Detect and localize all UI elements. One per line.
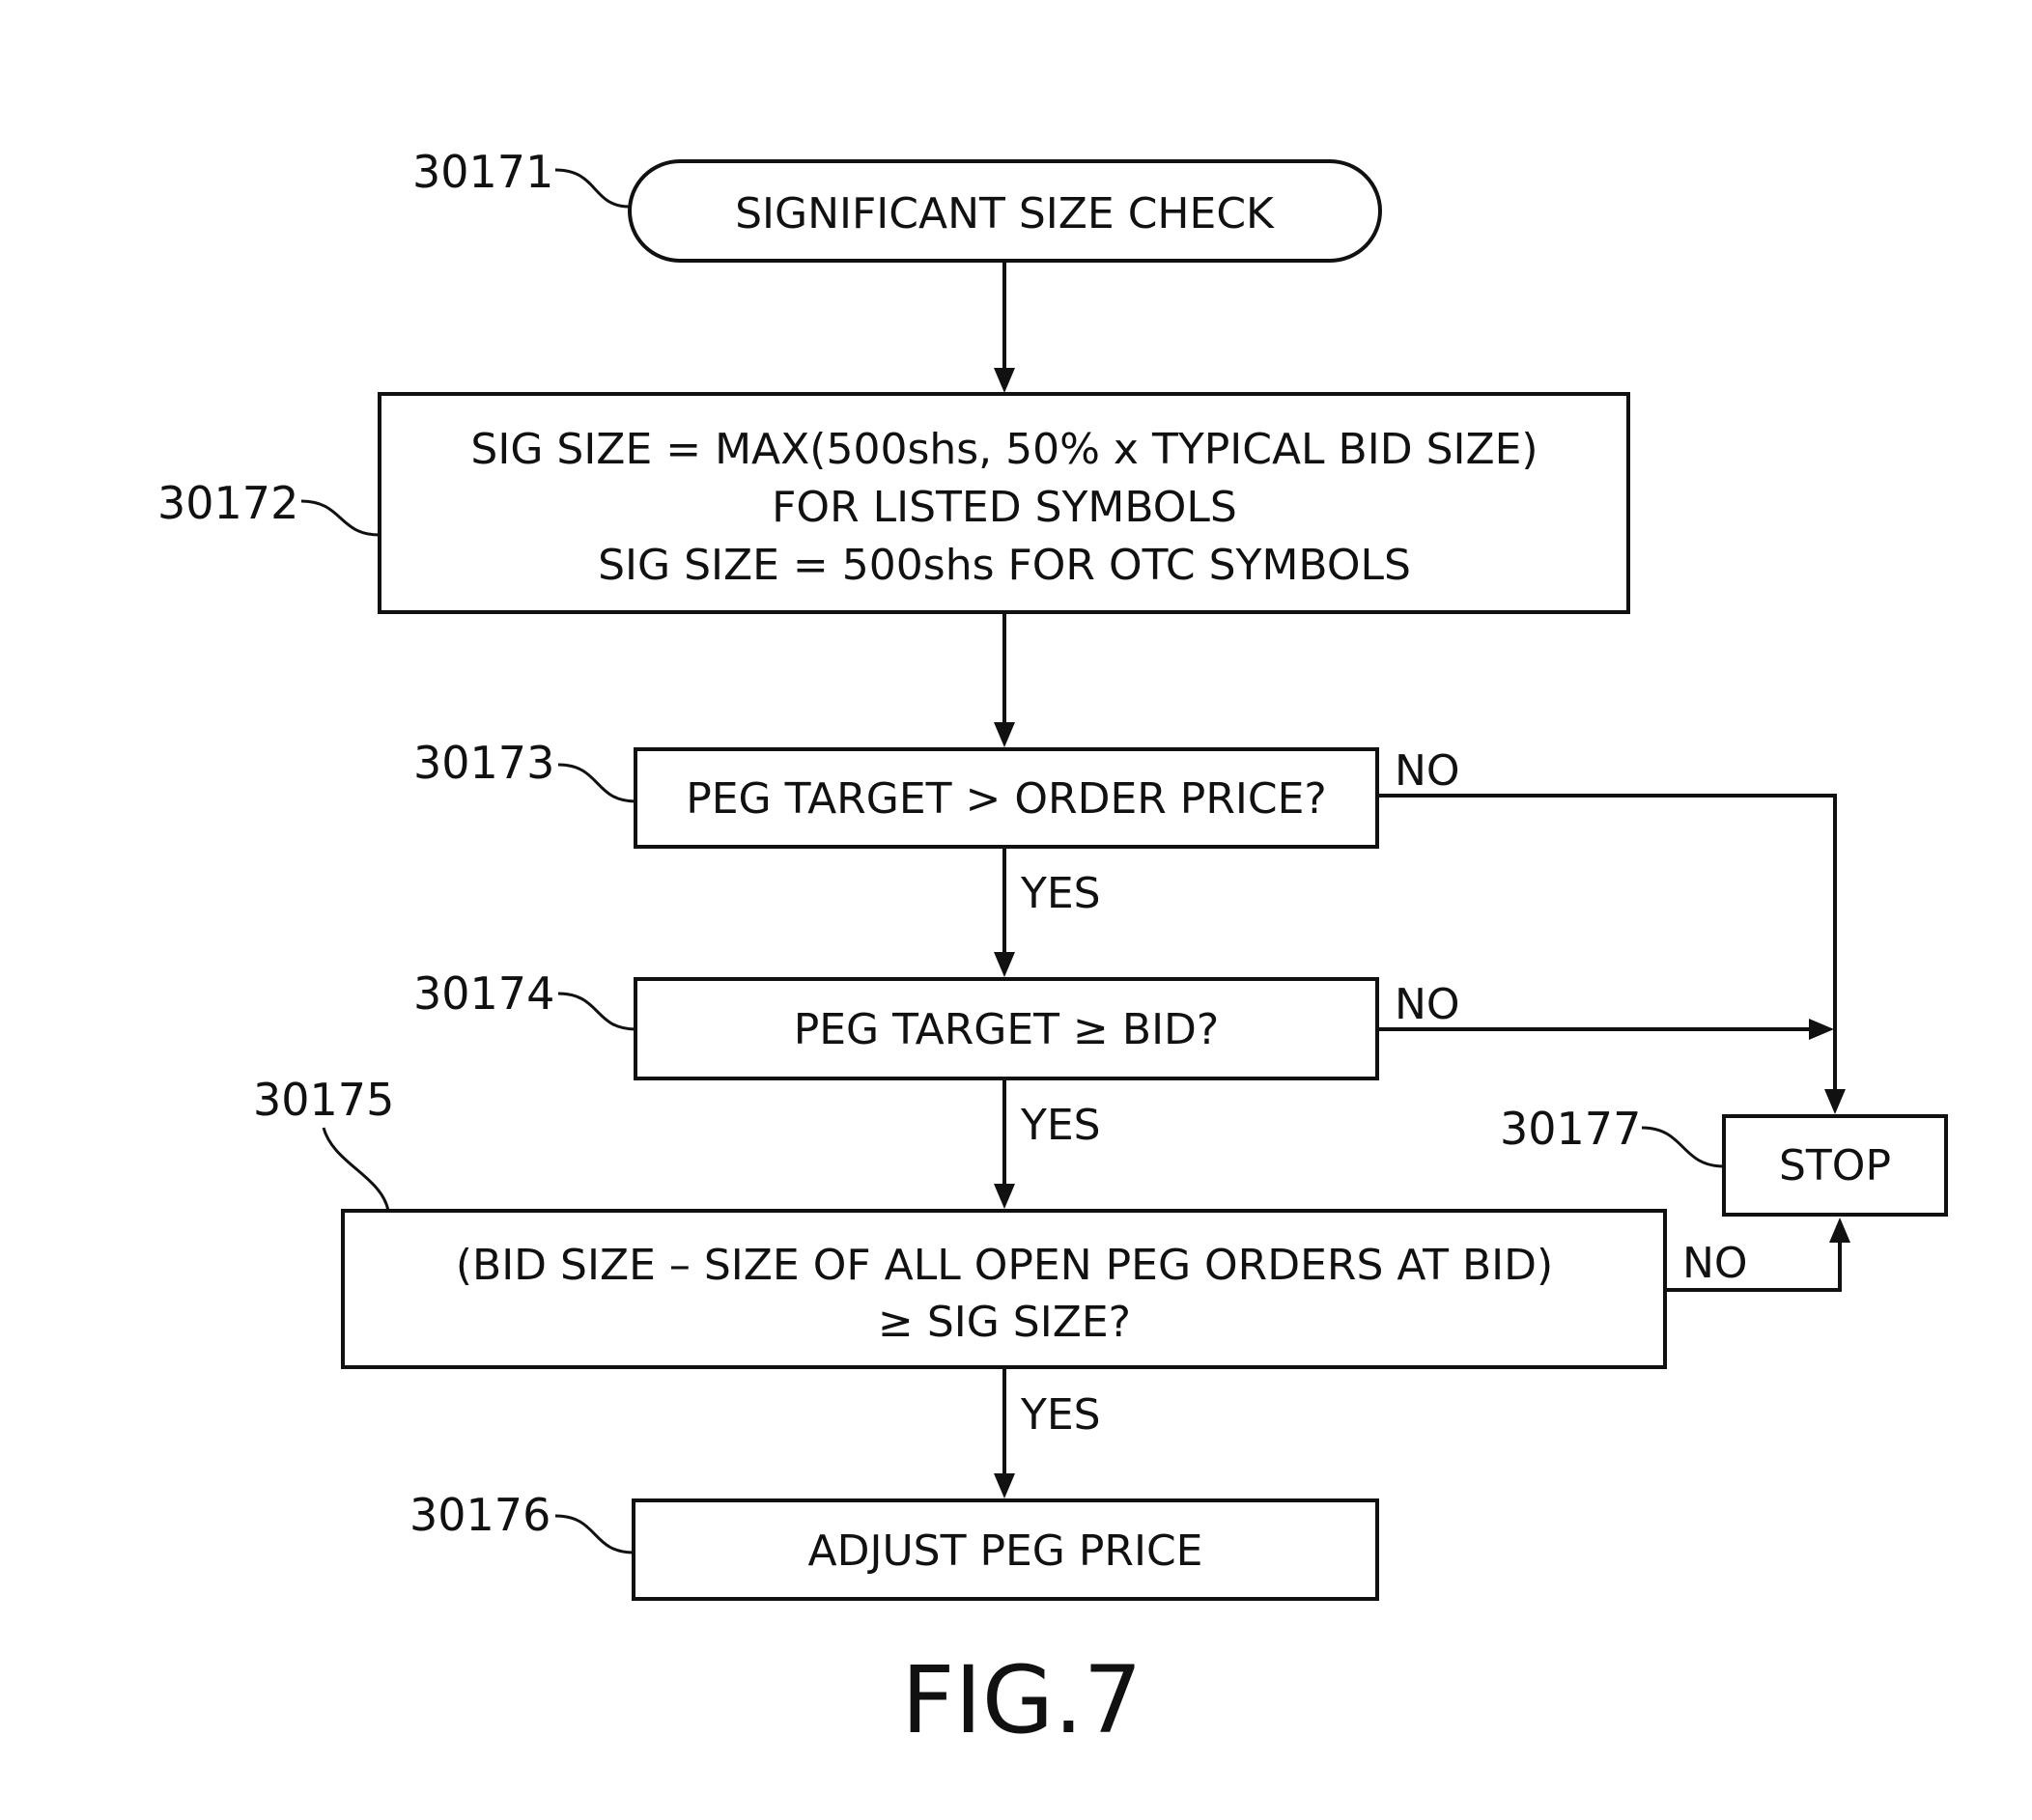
- sig-size-line2: FOR LISTED SYMBOLS: [772, 483, 1237, 532]
- start-node-label: SIGNIFICANT SIZE CHECK: [735, 189, 1275, 238]
- sig-size-line1: SIG SIZE = MAX(500shs, 50% x TYPICAL BID…: [470, 425, 1538, 474]
- sig-ref: 30172: [157, 477, 298, 529]
- adjust-peg-price-node: ADJUST PEG PRICE: [634, 1500, 1377, 1599]
- bid-size-node: (BID SIZE – SIZE OF ALL OPEN PEG ORDERS …: [343, 1211, 1665, 1367]
- peg-target-order-price-label: PEG TARGET > ORDER PRICE?: [686, 774, 1327, 824]
- stop-node: STOP: [1724, 1116, 1946, 1215]
- q1-ref-leader: [558, 765, 635, 801]
- sig-size-node: SIG SIZE = MAX(500shs, 50% x TYPICAL BID…: [380, 394, 1628, 612]
- bid-size-line2: ≥ SIG SIZE?: [878, 1298, 1131, 1347]
- sig-ref-leader: [301, 501, 380, 535]
- sig-size-line3: SIG SIZE = 500shs FOR OTC SYMBOLS: [598, 541, 1411, 590]
- arrow-q2-q3: [994, 1184, 1015, 1209]
- q2-ref: 30174: [413, 967, 554, 1020]
- bid-size-line1: (BID SIZE – SIZE OF ALL OPEN PEG ORDERS …: [456, 1241, 1553, 1290]
- arrow-start-sig: [994, 368, 1015, 393]
- q3-ref-leader: [324, 1128, 388, 1211]
- peg-target-order-price-node: PEG TARGET > ORDER PRICE?: [635, 749, 1377, 847]
- q3-yes-label: YES: [1020, 1390, 1101, 1440]
- q1-yes-label: YES: [1020, 869, 1101, 918]
- arrow-q2-no: [1809, 1019, 1834, 1040]
- adjust-ref: 30176: [409, 1489, 550, 1541]
- q2-ref-leader: [558, 994, 635, 1029]
- arrow-q1-q2: [994, 952, 1015, 977]
- stop-ref: 30177: [1500, 1103, 1641, 1155]
- stop-ref-leader: [1642, 1128, 1724, 1166]
- arrow-q3-no: [1829, 1218, 1850, 1243]
- stop-label: STOP: [1779, 1141, 1891, 1190]
- adjust-ref-leader: [555, 1516, 634, 1553]
- figure-label: FIG.7: [901, 1646, 1143, 1754]
- q3-ref: 30175: [253, 1074, 394, 1126]
- adjust-peg-price-label: ADJUST PEG PRICE: [808, 1526, 1203, 1576]
- start-node: SIGNIFICANT SIZE CHECK: [630, 161, 1380, 261]
- q2-no-label: NO: [1395, 980, 1460, 1029]
- peg-target-bid-label: PEG TARGET ≥ BID?: [794, 1005, 1220, 1054]
- peg-target-bid-node: PEG TARGET ≥ BID?: [635, 979, 1377, 1078]
- q1-ref: 30173: [413, 737, 554, 789]
- q2-yes-label: YES: [1020, 1101, 1101, 1150]
- start-ref: 30171: [412, 146, 553, 198]
- q3-no-label: NO: [1682, 1239, 1748, 1288]
- arrow-q3-adjust: [994, 1473, 1015, 1498]
- q1-no-label: NO: [1395, 746, 1460, 796]
- arrow-q1-no: [1824, 1089, 1846, 1114]
- edge-q1-no: [1377, 796, 1835, 1091]
- start-ref-leader: [555, 170, 630, 207]
- arrow-sig-q1: [994, 722, 1015, 747]
